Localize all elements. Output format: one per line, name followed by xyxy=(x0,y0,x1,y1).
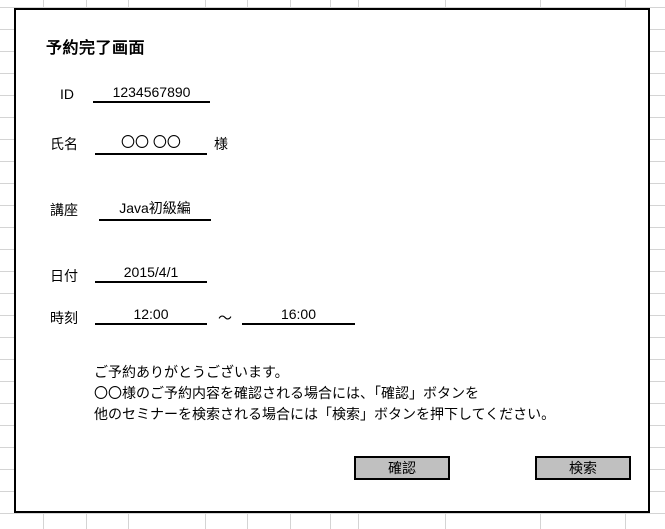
confirmation-message: ご予約ありがとうございます。 〇〇様のご予約内容を確認される場合には、「確認」ボ… xyxy=(94,362,555,425)
time-end-value: 16:00 xyxy=(242,306,355,325)
message-line-2: 〇〇様のご予約内容を確認される場合には、「確認」ボタンを xyxy=(94,385,479,401)
search-button[interactable]: 検索 xyxy=(535,456,631,480)
id-label: ID xyxy=(60,86,74,102)
course-value: Java初級編 xyxy=(99,198,211,221)
message-line-3: 他のセミナーを検索される場合には「検索」ボタンを押下してください。 xyxy=(94,406,556,422)
time-range-separator: 〜 xyxy=(218,310,232,326)
name-honorific: 様 xyxy=(214,136,228,152)
id-value: 1234567890 xyxy=(93,84,210,103)
date-label: 日付 xyxy=(50,268,78,284)
date-value: 2015/4/1 xyxy=(95,264,207,283)
name-label: 氏名 xyxy=(50,136,78,152)
time-start-value: 12:00 xyxy=(95,306,207,325)
time-label: 時刻 xyxy=(50,310,78,326)
name-value: 〇〇 〇〇 xyxy=(95,132,207,155)
confirm-button[interactable]: 確認 xyxy=(354,456,450,480)
reservation-complete-panel: 予約完了画面 ID 1234567890 氏名 〇〇 〇〇 様 講座 Java初… xyxy=(14,8,650,513)
page-title: 予約完了画面 xyxy=(46,40,146,57)
message-line-1: ご予約ありがとうございます。 xyxy=(94,364,289,380)
gridline-horizontal xyxy=(0,7,665,8)
gridline-horizontal xyxy=(0,513,665,514)
course-label: 講座 xyxy=(50,202,78,218)
